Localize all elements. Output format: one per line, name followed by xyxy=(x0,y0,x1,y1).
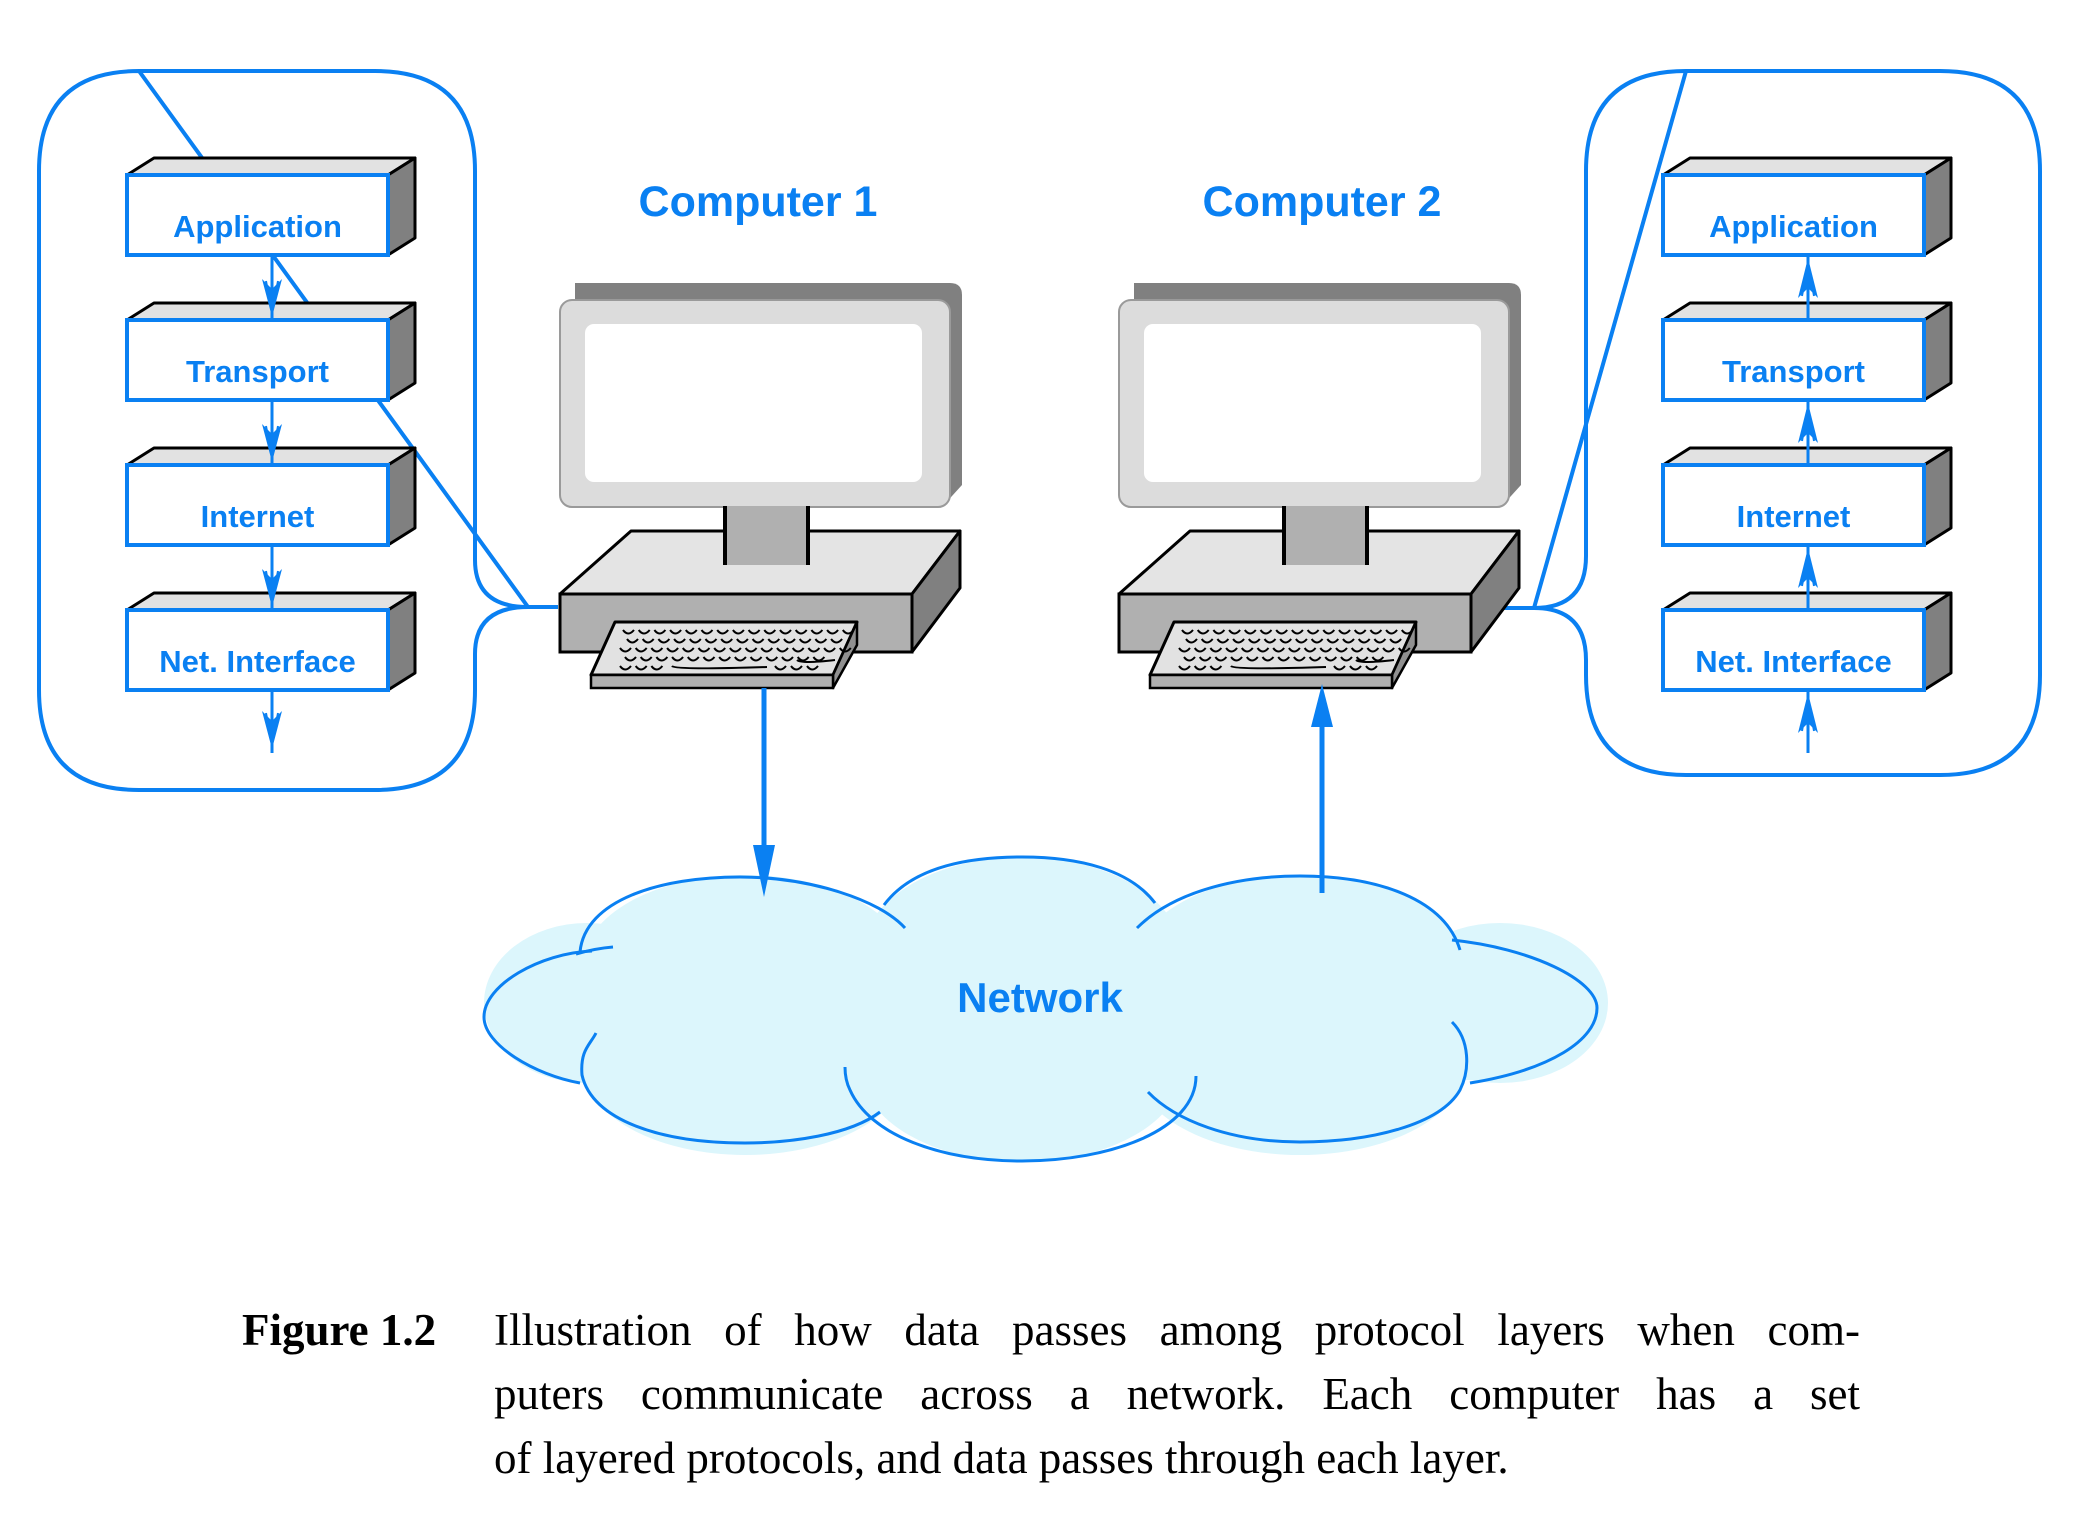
caption-line-3: of layered protocols, and data passes th… xyxy=(494,1433,1509,1483)
computer-2-layer-box-internet: Internet xyxy=(1661,446,1953,547)
box-front-face xyxy=(1661,608,1926,692)
base-side-face xyxy=(1469,529,1521,654)
box-top-face xyxy=(125,156,417,177)
base-side-face xyxy=(910,529,962,654)
layer-label: Net. Interface xyxy=(1695,644,1891,679)
layer-label: Transport xyxy=(186,354,329,389)
caption-line-2: puters communicate across a network. Eac… xyxy=(494,1369,1860,1419)
down-arrow-icon xyxy=(262,692,282,753)
keyboard-icon xyxy=(1148,620,1418,690)
layer-label: Internet xyxy=(1737,499,1851,534)
box-side-face xyxy=(1922,446,1953,547)
box-side-face xyxy=(1922,156,1953,257)
computer-1-label: Computer 1 xyxy=(639,178,878,226)
up-arrow-icon xyxy=(1798,547,1818,608)
network-cloud: Network xyxy=(482,855,1608,1163)
box-front-face xyxy=(125,173,390,257)
computer-2-label: Computer 2 xyxy=(1203,178,1442,226)
keyboard-icon xyxy=(589,620,859,690)
layer-label: Net. Interface xyxy=(159,644,355,679)
computer-1-layer-box-net-interface: Net. Interface xyxy=(125,591,417,692)
computer-1-layer-box-transport: Transport xyxy=(125,301,417,402)
box-side-face xyxy=(386,446,417,547)
computer-2-layer-box-application: Application xyxy=(1661,156,1953,257)
monitor-screen xyxy=(1144,324,1481,482)
box-top-face xyxy=(1661,156,1953,177)
up-arrow-icon xyxy=(1798,402,1818,463)
box-front-face xyxy=(125,463,390,547)
layer-label: Transport xyxy=(1722,354,1865,389)
box-side-face xyxy=(386,301,417,402)
layer-label: Application xyxy=(173,209,342,244)
monitor-stand xyxy=(725,506,808,565)
computer-1-layer-box-application: Application xyxy=(125,156,417,257)
box-front-face xyxy=(1661,173,1926,257)
computer-2-icon xyxy=(1117,283,1521,690)
up-arrow-icon xyxy=(1798,692,1818,753)
box-front-face xyxy=(125,608,390,692)
computer-2-stack-enclosure xyxy=(1477,68,2042,777)
computer-1-icon xyxy=(558,283,962,690)
monitor-screen xyxy=(585,324,922,482)
down-arrow-icon xyxy=(262,402,282,463)
down-arrow-icon xyxy=(262,547,282,608)
network-label: Network xyxy=(957,974,1123,1021)
computer-1-stack-enclosure xyxy=(37,68,558,792)
layer-label: Application xyxy=(1709,209,1878,244)
computer-1-layer-box-internet: Internet xyxy=(125,446,417,547)
monitor-stand xyxy=(1284,506,1367,565)
box-side-face xyxy=(1922,301,1953,402)
box-side-face xyxy=(386,156,417,257)
box-front-face xyxy=(1661,463,1926,547)
down-arrow-icon xyxy=(262,257,282,318)
up-arrow-icon xyxy=(1798,257,1818,318)
computer-2-layer-box-net-interface: Net. Interface xyxy=(1661,591,1953,692)
box-front-face xyxy=(1661,318,1926,402)
figure-label: Figure 1.2 xyxy=(242,1305,437,1355)
box-side-face xyxy=(1922,591,1953,692)
computer-1-to-network-arrowhead xyxy=(753,845,775,897)
box-front-face xyxy=(125,318,390,402)
figure-caption-text: Illustration of how data passes among pr… xyxy=(494,1298,1860,1490)
computer-2-layer-box-transport: Transport xyxy=(1661,301,1953,402)
box-side-face xyxy=(386,591,417,692)
network-to-computer-2-arrowhead xyxy=(1311,684,1333,727)
layer-label: Internet xyxy=(201,499,315,534)
caption-line-1: Illustration of how data passes among pr… xyxy=(494,1305,1860,1355)
